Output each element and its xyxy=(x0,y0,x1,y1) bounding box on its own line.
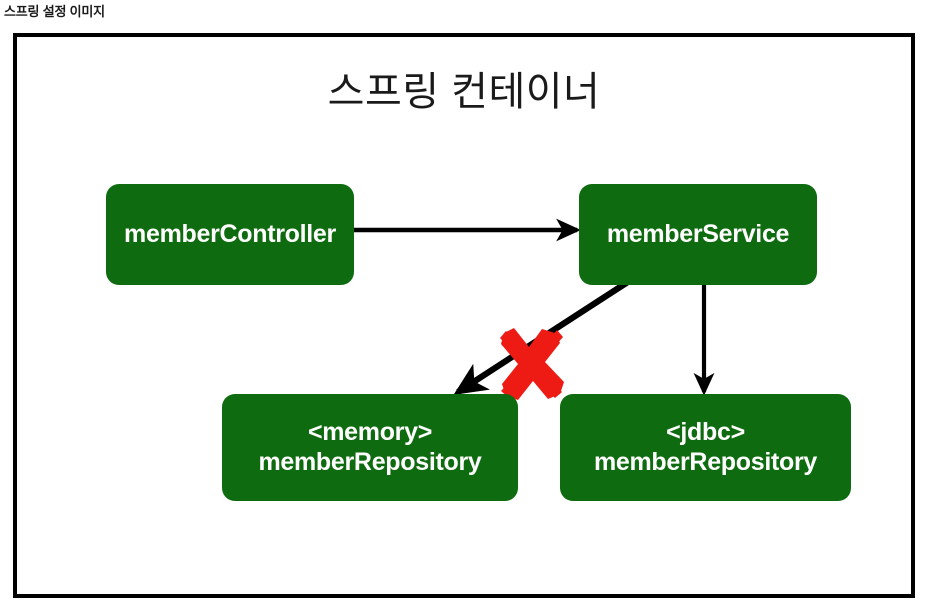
bean-memory-member-repository[interactable]: <memory> memberRepository xyxy=(222,394,518,501)
bean-jdbc-member-repository[interactable]: <jdbc> memberRepository xyxy=(560,394,851,501)
diagram-title: 스프링 컨테이너 xyxy=(327,70,601,114)
bean-label-line-qualifier: <jdbc> xyxy=(666,418,745,446)
bean-label-line-qualifier: <memory> xyxy=(307,418,433,446)
bean-label-line: memberService xyxy=(606,219,790,248)
red-cross-icon xyxy=(500,328,564,400)
page-heading: 스프링 설정 이미지 xyxy=(4,4,105,19)
bean-label-line: memberController xyxy=(124,219,336,248)
connector-layer xyxy=(354,218,715,400)
bean-label-line-name: memberRepository xyxy=(258,447,482,476)
bean-label-line-name: memberRepository xyxy=(593,447,818,476)
bean-member-service[interactable]: memberService xyxy=(579,184,817,285)
spring-container-diagram: 스프링 컨테이너 memberController memberService … xyxy=(13,33,915,598)
bean-member-controller[interactable]: memberController xyxy=(106,184,354,285)
arrow-service-to-memory-repository xyxy=(453,275,636,395)
